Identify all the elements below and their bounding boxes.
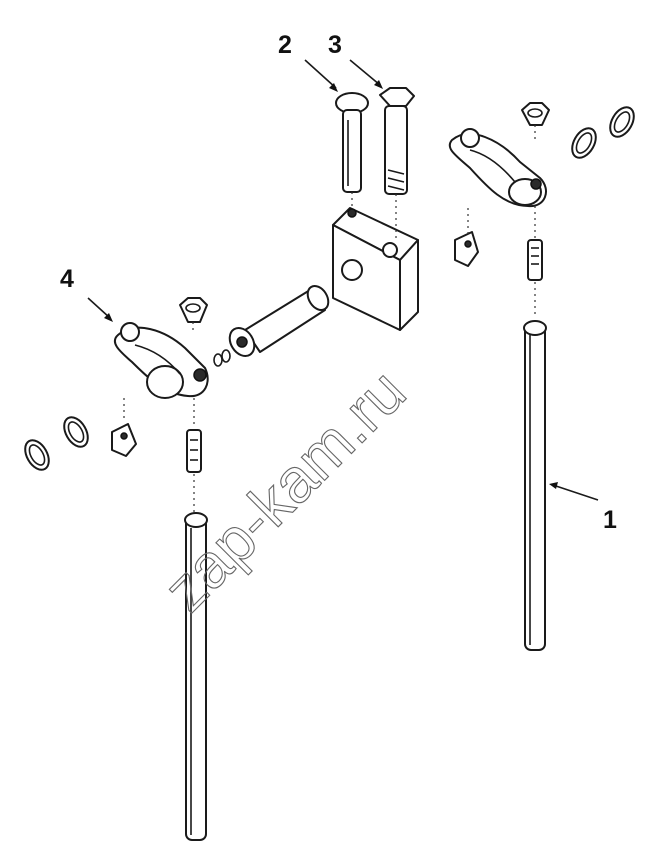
pushrod-right xyxy=(523,320,547,651)
assembly-guide-lines xyxy=(123,125,536,512)
rocker-shaft xyxy=(228,284,330,357)
adjusting-screw-right xyxy=(527,239,543,281)
bolt-part-2 xyxy=(335,92,369,193)
bolt-part-3 xyxy=(379,87,415,195)
pushrod-left xyxy=(184,512,208,841)
shaft-spacer xyxy=(213,349,231,367)
callout-4: 4 xyxy=(60,265,74,293)
leader-arrows xyxy=(87,59,599,501)
washer-right-inner xyxy=(571,127,597,159)
rocker-tip-left xyxy=(111,423,137,457)
adjusting-screw-left xyxy=(186,429,202,473)
nut-left xyxy=(179,297,208,323)
callout-1: 1 xyxy=(603,506,617,534)
washer-right-outer xyxy=(609,106,635,138)
washer-left-outer xyxy=(24,439,50,471)
rocker-arm-left xyxy=(113,322,209,399)
washer-left-inner xyxy=(63,416,89,448)
rocker-tip-right xyxy=(454,231,479,267)
rocker-arm-right xyxy=(448,128,547,208)
callout-2: 2 xyxy=(278,31,292,59)
callout-3: 3 xyxy=(328,31,342,59)
nut-right xyxy=(521,102,550,126)
rocker-support-block xyxy=(332,207,419,331)
